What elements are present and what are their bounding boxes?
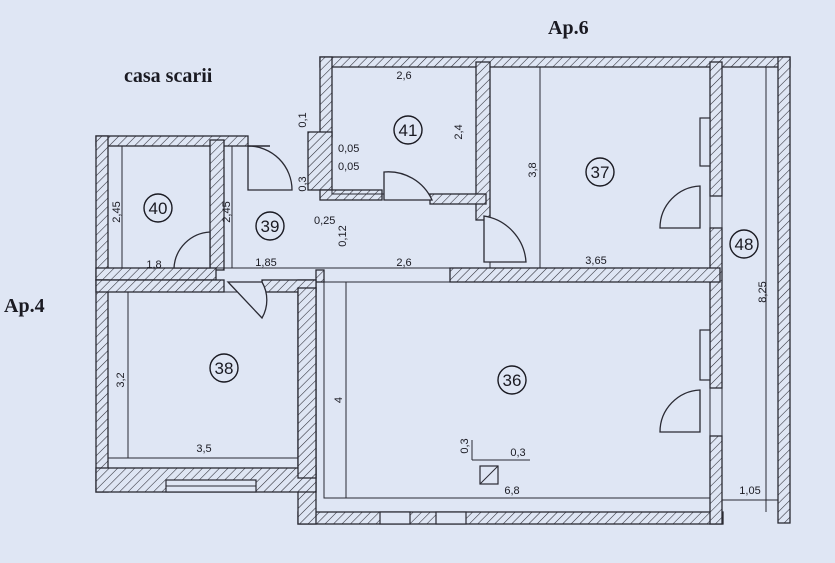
room-37: 37	[585, 157, 615, 187]
label-staircase: casa scarii	[124, 65, 213, 87]
dim-005b: 0,05	[338, 161, 359, 173]
room-36: 36	[497, 365, 527, 395]
dim-corridor: 2,6	[396, 257, 411, 269]
dim-41-height: 2,4	[453, 124, 465, 139]
dim-012: 0,12	[337, 225, 349, 246]
svg-text:38: 38	[215, 359, 234, 378]
dim-01: 0,1	[297, 112, 309, 127]
svg-text:36: 36	[503, 371, 522, 390]
dim-48-height: 8,25	[757, 281, 769, 302]
dim-39-width: 1,85	[255, 257, 276, 269]
dim-39-height: 2,45	[221, 201, 233, 222]
dim-37-height: 3,8	[527, 162, 539, 177]
dim-duct-w: 0,3	[510, 447, 525, 459]
ventilation-duct	[471, 440, 530, 485]
dim-36-height: 4	[333, 397, 345, 403]
svg-text:39: 39	[261, 217, 280, 236]
room-41: 41	[393, 115, 423, 145]
dim-38-height: 3,2	[115, 372, 127, 387]
dim-36-width: 6,8	[504, 485, 519, 497]
room-40: 40	[143, 193, 173, 223]
svg-text:40: 40	[149, 199, 168, 218]
doors	[173, 145, 701, 433]
windows	[165, 117, 711, 525]
svg-text:37: 37	[591, 163, 610, 182]
dim-duct-h: 0,3	[459, 438, 471, 453]
dim-40-width: 1,8	[146, 259, 161, 271]
dim-025: 0,25	[314, 215, 335, 227]
dim-37-width: 3,65	[585, 255, 606, 267]
room-48: 48	[729, 229, 759, 259]
dim-48-width: 1,05	[739, 485, 760, 497]
label-ap6: Ap.6	[548, 17, 589, 39]
dim-03: 0,3	[297, 176, 309, 191]
dim-38-width: 3,5	[196, 443, 211, 455]
dim-40-height: 2,45	[111, 201, 123, 222]
inner-lines	[107, 66, 778, 512]
dim-005a: 0,05	[338, 143, 359, 155]
room-39: 39	[255, 211, 285, 241]
dim-41-width: 2,6	[396, 70, 411, 82]
room-38: 38	[209, 353, 239, 383]
svg-text:41: 41	[399, 121, 418, 140]
label-ap4: Ap.4	[4, 295, 45, 317]
svg-text:48: 48	[735, 235, 754, 254]
